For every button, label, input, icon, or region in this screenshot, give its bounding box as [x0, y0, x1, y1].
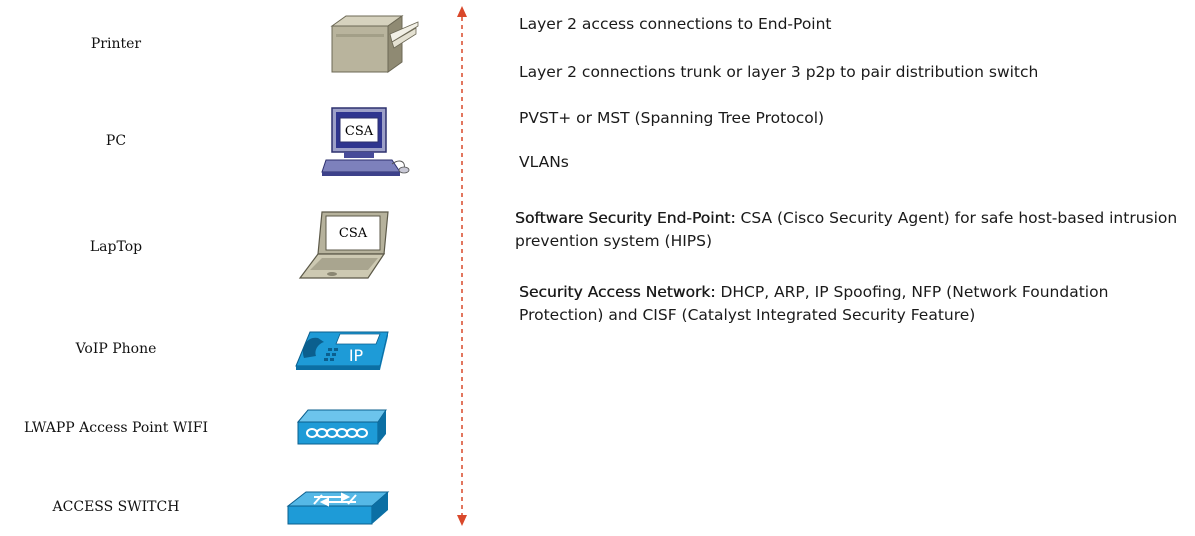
- security-access-heading: Security Access Network:: [519, 283, 716, 301]
- device-label-access-point: LWAPP Access Point WIFI: [23, 420, 209, 436]
- device-label-voip-phone: VoIP Phone: [75, 341, 157, 357]
- laptop-csa-badge: CSA: [339, 226, 368, 241]
- phone-ip-badge: IP: [349, 346, 364, 365]
- pc-csa-badge: CSA: [345, 124, 374, 139]
- ip-phone-icon: IP: [294, 322, 390, 376]
- device-label-printer: Printer: [90, 36, 142, 52]
- info-software-security: Software Security End-Point: CSA (Cisco …: [515, 207, 1185, 253]
- info-spanning-tree: PVST+ or MST (Spanning Tree Protocol): [519, 109, 825, 127]
- vertical-divider-arrow: [457, 6, 467, 526]
- access-point-icon: [294, 408, 388, 452]
- device-label-access-switch: ACCESS SWITCH: [52, 499, 180, 515]
- device-label-laptop: LapTop: [89, 239, 143, 255]
- info-security-access-network: Security Access Network: DHCP, ARP, IP S…: [519, 281, 1189, 327]
- info-layer2-access: Layer 2 access connections to End-Point: [519, 15, 832, 33]
- software-security-heading: Software Security End-Point:: [515, 209, 736, 227]
- software-security-text: CSA (Cisco Security Agent) for safe host…: [515, 209, 1178, 250]
- info-layer2-trunk: Layer 2 connections trunk or layer 3 p2p…: [519, 63, 1039, 81]
- info-vlans: VLANs: [519, 153, 569, 171]
- laptop-icon: CSA: [298, 210, 390, 284]
- printer-icon: [330, 12, 420, 78]
- security-access-text: DHCP, ARP, IP Spoofing, NFP (Network Fou…: [519, 283, 1109, 324]
- device-label-pc: PC: [105, 133, 127, 149]
- pc-icon: CSA: [320, 106, 412, 184]
- switch-icon: [286, 488, 390, 532]
